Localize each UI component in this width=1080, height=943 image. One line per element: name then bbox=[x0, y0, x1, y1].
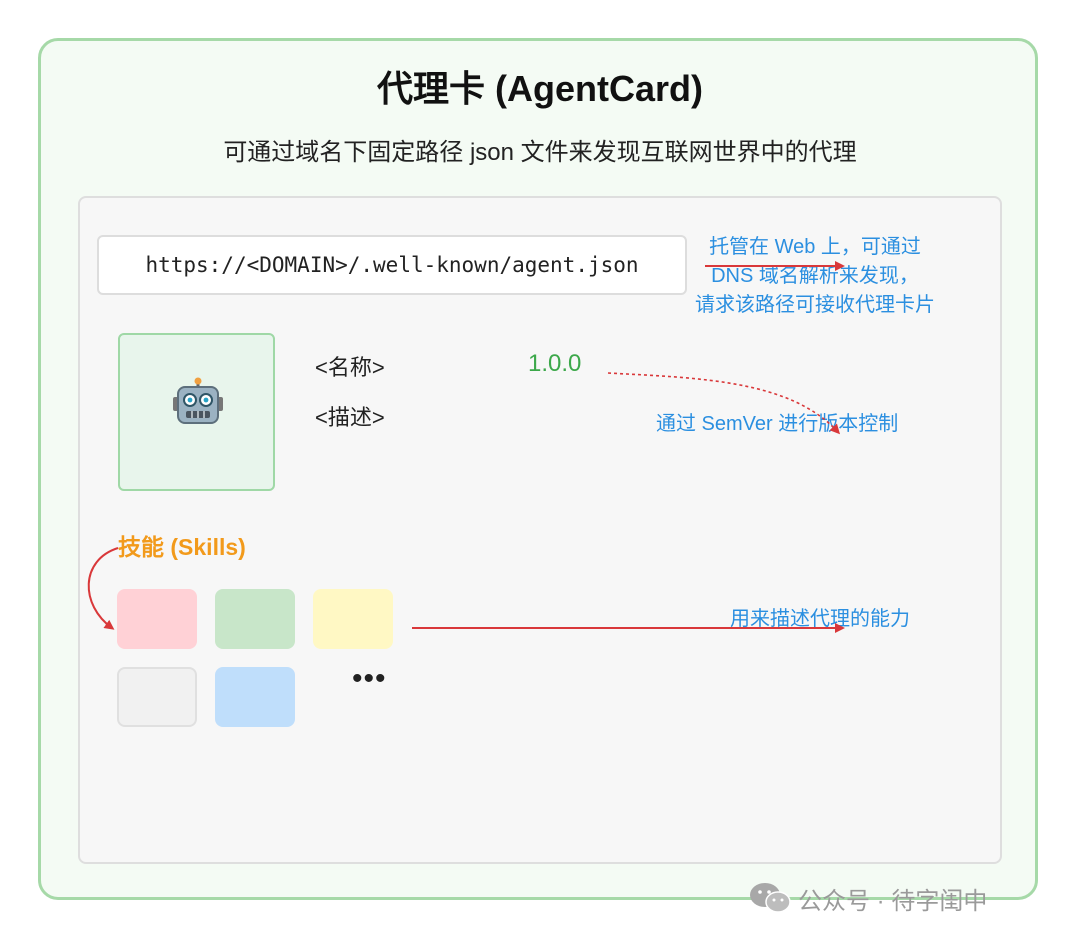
agent-avatar-box bbox=[118, 333, 275, 491]
url-note: 托管在 Web 上，可通过 DNS 域名解析来发现， 请求该路径可接收代理卡片 bbox=[655, 233, 975, 320]
page-subtitle: 可通过域名下固定路径 json 文件来发现互联网世界中的代理 bbox=[223, 139, 857, 166]
url-note-line-1: 托管在 Web 上，可通过 bbox=[709, 236, 921, 258]
robot-icon bbox=[173, 377, 223, 424]
skill-card-2 bbox=[215, 589, 295, 649]
well-known-url-text: https://<DOMAIN>/.well-known/agent.json bbox=[145, 253, 639, 277]
url-note-line-3: 请求该路径可接收代理卡片 bbox=[695, 294, 935, 316]
agent-name-placeholder: <名称> bbox=[315, 355, 385, 380]
skills-note: 用来描述代理的能力 bbox=[730, 608, 910, 630]
skill-card-5 bbox=[215, 667, 295, 727]
url-note-line-2: DNS 域名解析来发现， bbox=[711, 265, 919, 287]
version-arrow bbox=[607, 372, 841, 435]
agent-version: 1.0.0 bbox=[528, 350, 582, 377]
skills-loop-arrow bbox=[87, 547, 119, 630]
skills-title: 技能 (Skills) bbox=[118, 534, 246, 560]
agent-card-body bbox=[78, 196, 1002, 864]
skill-card-3 bbox=[313, 589, 393, 649]
well-known-url-field[interactable]: https://<DOMAIN>/.well-known/agent.json bbox=[97, 235, 687, 295]
more-skills-ellipsis: ••• bbox=[352, 662, 387, 695]
wechat-icon bbox=[750, 883, 791, 913]
skill-card-1 bbox=[117, 589, 197, 649]
agent-description-placeholder: <描述> bbox=[315, 405, 385, 430]
watermark-text: 公众号 · 待字闺中 bbox=[798, 887, 988, 915]
skill-card-4 bbox=[117, 667, 197, 727]
page-title: 代理卡 (AgentCard) bbox=[377, 68, 703, 109]
watermark: 公众号 · 待字闺中 bbox=[748, 878, 1040, 918]
